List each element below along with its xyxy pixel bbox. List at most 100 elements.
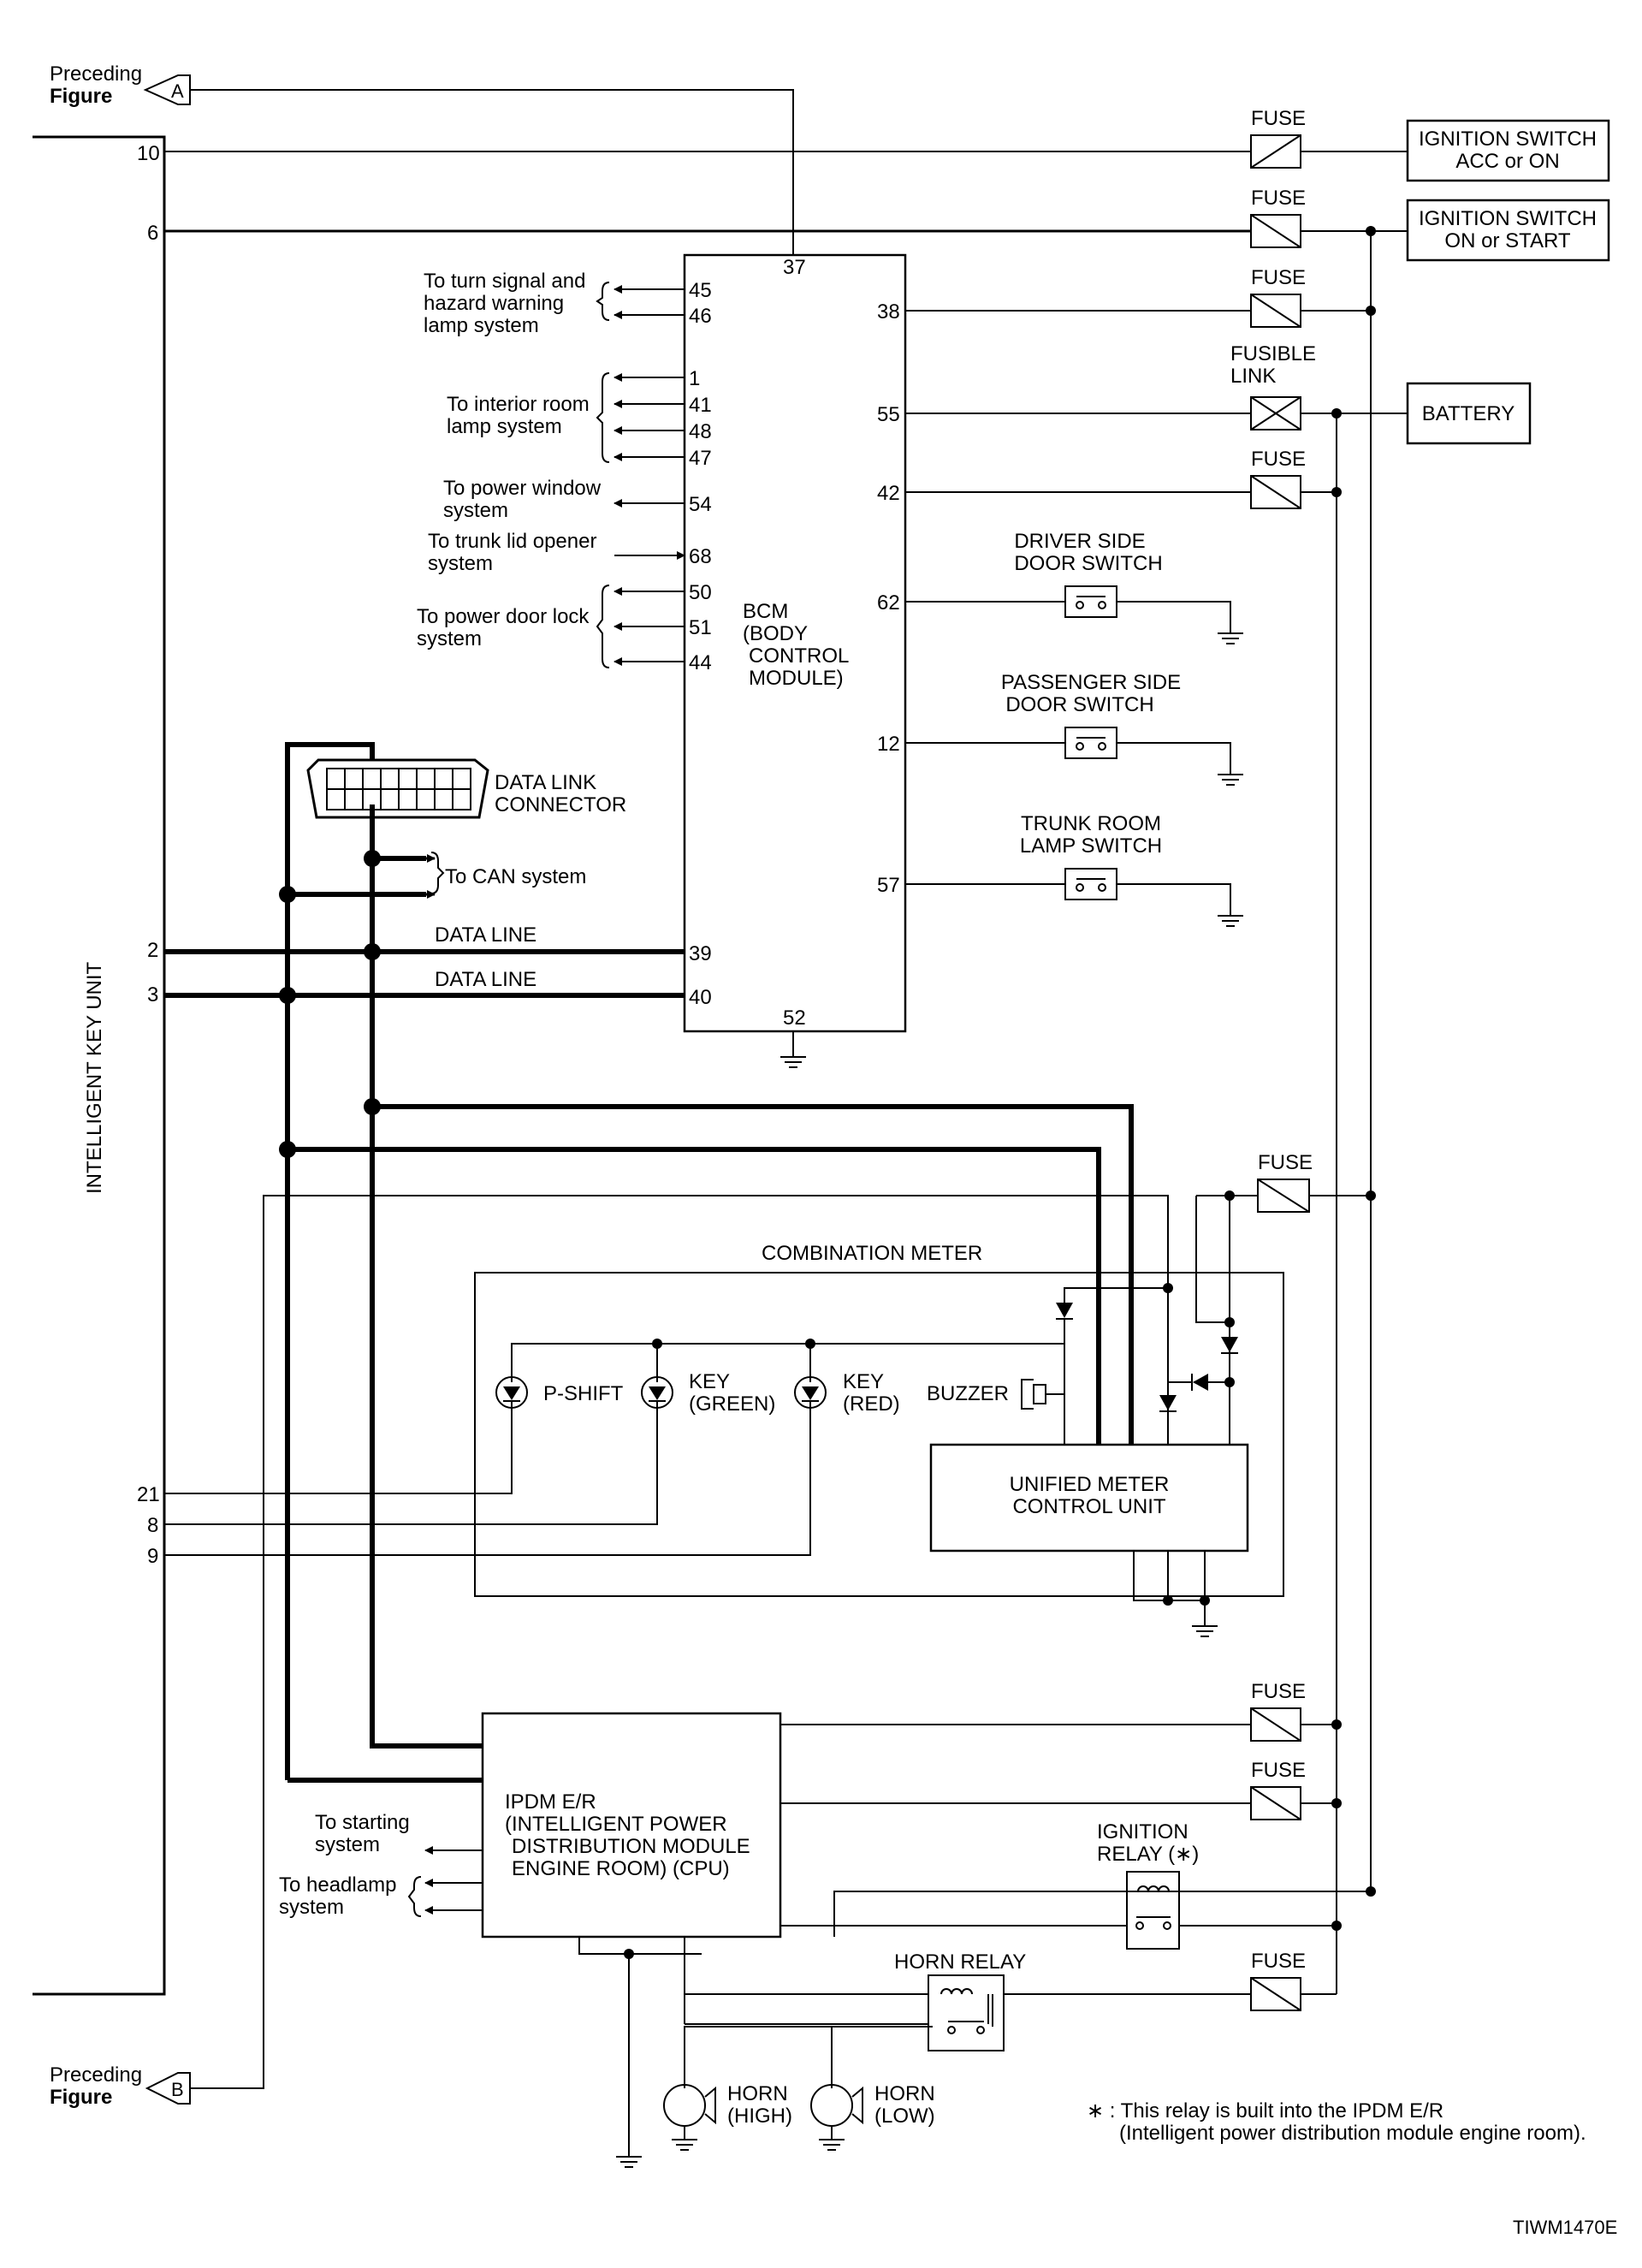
bcm-pin-55: 55: [877, 403, 900, 426]
ignition-acc-line1: IGNITION SWITCH: [1419, 128, 1597, 151]
dlc-label-1: DATA LINK: [495, 771, 596, 794]
ignition-relay: IGNITION RELAY (∗): [780, 1820, 1199, 1950]
interior-lamp-text-1: To interior room: [447, 393, 590, 416]
horns: HORN (HIGH) HORN (LOW): [663, 2082, 935, 2151]
unified-meter-label-1: UNIFIED METER: [1010, 1473, 1170, 1496]
buzzer-label: BUZZER: [927, 1382, 1009, 1405]
horn-wires: [684, 1994, 993, 2088]
connector-a-label: A: [171, 80, 184, 102]
buzzer: BUZZER: [927, 1379, 1064, 1410]
bcm-pin-40: 40: [689, 986, 712, 1009]
bcm-pin-48: 48: [689, 420, 712, 443]
fuse-label: FUSE: [1251, 1759, 1306, 1782]
p-shift-lamp: P-SHIFT: [495, 1376, 624, 1409]
footnote-line1: ∗ : This relay is built into the IPDM E/…: [1087, 2099, 1443, 2123]
ignition-relay-label-1: IGNITION: [1097, 1820, 1189, 1843]
fuse-label: FUSE: [1251, 107, 1306, 130]
horn-low: HORN (LOW): [810, 2082, 935, 2151]
trunk-switch-line1: TRUNK ROOM: [1021, 812, 1161, 835]
combination-meter-title: COMBINATION METER: [762, 1242, 982, 1265]
bcm-pin-68: 68: [689, 545, 712, 568]
bcm-name-line2: (BODY: [743, 622, 808, 645]
figure-id: TIWM1470E: [1513, 2217, 1617, 2238]
preceding-figure-label: Figure: [50, 85, 112, 108]
interior-lamp-text-2: lamp system: [447, 415, 562, 438]
bcm-pin-42: 42: [877, 482, 900, 505]
driver-switch-line1: DRIVER SIDE: [1014, 530, 1145, 553]
horn-low-label-1: HORN: [874, 2082, 935, 2105]
bcm-pin-1: 1: [689, 367, 700, 390]
bcm-pin-54: 54: [689, 493, 712, 516]
bcm-pin-52: 52: [783, 1006, 806, 1030]
trunk-opener-text-2: system: [428, 552, 493, 575]
fusible-link: FUSIBLE LINK: [1230, 342, 1316, 430]
fuse-42: FUSE: [1250, 448, 1306, 509]
driver-switch-line2: DOOR SWITCH: [1014, 552, 1162, 575]
pin-9: 9: [147, 1545, 158, 1568]
bcm-pin-45: 45: [689, 279, 712, 302]
pin-8: 8: [147, 1514, 158, 1537]
fuse-acc: FUSE: [1250, 107, 1306, 169]
bcm-name-line3: CONTROL: [749, 644, 849, 668]
headlamp-system-1: To headlamp: [279, 1873, 396, 1897]
bcm-pin-50: 50: [689, 581, 712, 604]
fuse-meter: FUSE: [1257, 1151, 1313, 1213]
ignition-on-line1: IGNITION SWITCH: [1419, 207, 1597, 230]
horn-low-label-2: (LOW): [874, 2105, 935, 2128]
wires: [164, 89, 1408, 2157]
footnote: ∗ : This relay is built into the IPDM E/…: [1087, 2099, 1617, 2238]
fuse-38: FUSE: [1250, 266, 1306, 328]
battery-label: BATTERY: [1422, 402, 1515, 425]
bcm-name-line1: BCM: [743, 600, 788, 623]
horn-high-label-2: (HIGH): [727, 2105, 792, 2128]
pin-3: 3: [147, 983, 158, 1006]
fuse-label: FUSE: [1251, 1950, 1306, 1973]
trunk-switch-line2: LAMP SWITCH: [1020, 834, 1162, 858]
power-window-text-2: system: [443, 499, 508, 522]
power-window-text-1: To power window: [443, 477, 602, 500]
starting-system-2: system: [315, 1833, 380, 1856]
bcm-pin-37: 37: [783, 256, 806, 279]
ipdm-name-1: IPDM E/R: [505, 1790, 596, 1814]
bcm-pin-12: 12: [877, 733, 900, 756]
ipdm-name-3: DISTRIBUTION MODULE: [512, 1835, 750, 1858]
fusible-label-1: FUSIBLE: [1230, 342, 1316, 365]
horn-high: HORN (HIGH): [663, 2082, 792, 2151]
ignition-switch-acc: [1406, 119, 1610, 182]
preceding-figure-a: Preceding Figure A: [50, 62, 191, 108]
pin-21: 21: [137, 1483, 160, 1506]
fuse-label: FUSE: [1251, 448, 1306, 471]
fuses: FUSE FUSE FUSE FUSIBLE LINK FUSE FUSE FU…: [1230, 107, 1316, 2011]
key-red-label-1: KEY: [843, 1370, 884, 1393]
bcm-pin-47: 47: [689, 447, 712, 470]
ipdm-name-2: (INTELLIGENT POWER: [505, 1813, 727, 1836]
dlc-label-2: CONNECTOR: [495, 793, 626, 816]
key-unit-label: INTELLIGENT KEY UNIT: [83, 961, 106, 1194]
bcm-pin-39: 39: [689, 942, 712, 965]
preceding-figure-label: Figure: [50, 2086, 112, 2109]
turn-signal-text-3: lamp system: [424, 314, 539, 337]
horn-relay: HORN RELAY: [894, 1950, 1026, 2051]
key-green-label-1: KEY: [689, 1370, 730, 1393]
ipdm-er: IPDM E/R (INTELLIGENT POWER DISTRIBUTION…: [279, 1712, 782, 2168]
fuse-label: FUSE: [1251, 266, 1306, 289]
trunk-lamp-switch: TRUNK ROOM LAMP SWITCH: [1020, 812, 1162, 900]
power-sources: IGNITION SWITCH ACC or ON IGNITION SWITC…: [1406, 119, 1610, 445]
key-red-lamp: KEY (RED): [794, 1370, 900, 1416]
bcm-pin-41: 41: [689, 394, 712, 417]
data-link-connector: DATA LINK CONNECTOR To CAN system DATA L…: [306, 758, 626, 991]
meter-diodes: [1056, 1303, 1238, 1412]
preceding-label: Preceding: [50, 62, 142, 86]
fuse-label: FUSE: [1258, 1151, 1313, 1174]
data-line-label-1: DATA LINE: [435, 923, 536, 947]
passenger-door-switch: PASSENGER SIDE DOOR SWITCH: [1001, 671, 1181, 759]
bcm-pin-38: 38: [877, 300, 900, 324]
unified-meter-label-2: CONTROL UNIT: [1012, 1495, 1165, 1518]
door-lock-text-1: To power door lock: [417, 605, 590, 628]
combination-meter: COMBINATION METER P-SHIFT KEY (GREEN) KE…: [474, 1242, 1284, 1637]
door-lock-text-2: system: [417, 627, 482, 650]
ignition-acc-line2: ACC or ON: [1455, 150, 1559, 173]
fuse-label: FUSE: [1251, 187, 1306, 210]
door-switches: DRIVER SIDE DOOR SWITCH PASSENGER SIDE D…: [1001, 530, 1243, 927]
